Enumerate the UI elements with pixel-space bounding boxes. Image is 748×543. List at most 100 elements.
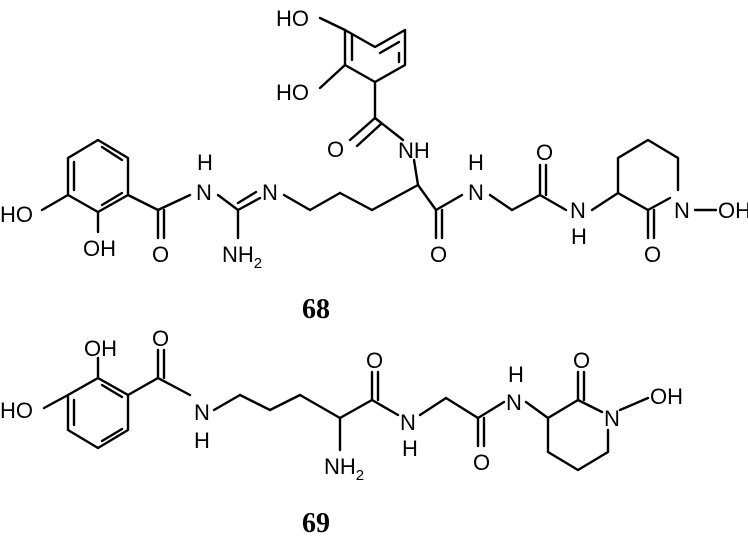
imine-double-bond bbox=[236, 190, 258, 205]
piperidinone-ring-68 bbox=[590, 138, 718, 240]
atom-label: OH bbox=[718, 198, 748, 223]
atom-label: N bbox=[262, 180, 278, 205]
amide-bond bbox=[370, 398, 400, 417]
ring-bond bbox=[576, 398, 604, 414]
atom-label: N bbox=[506, 390, 522, 415]
amide-bond bbox=[476, 400, 506, 420]
atom-label: O bbox=[473, 450, 490, 475]
chain-bond bbox=[298, 393, 342, 420]
nh-ch-bond bbox=[412, 158, 420, 187]
nh2-label: NH bbox=[222, 242, 254, 267]
nh-ring-bond bbox=[524, 400, 550, 420]
imine-double-bond bbox=[236, 196, 262, 212]
guanidine-bond bbox=[216, 193, 240, 212]
chain-bond bbox=[308, 191, 342, 212]
amide-bond bbox=[156, 376, 192, 397]
atom-label: HO bbox=[0, 398, 33, 423]
piperidinone-ring-69 bbox=[546, 370, 650, 472]
ring-carbonyl-bond bbox=[126, 376, 160, 397]
aromatic-double-bond bbox=[100, 427, 124, 443]
atom-label: O bbox=[152, 326, 169, 351]
compound-number: 69 bbox=[302, 508, 330, 539]
atom-label: O bbox=[573, 348, 590, 373]
atom-label: HO bbox=[276, 80, 309, 105]
compound-68-structure: HO HO O NH HO OH O H N N NH2 O H N O N H… bbox=[0, 6, 748, 325]
chain-bond bbox=[212, 393, 242, 412]
amide-bond bbox=[156, 193, 192, 212]
amide-bond bbox=[434, 193, 464, 212]
atom-label: H bbox=[197, 150, 213, 175]
left-benzene-ring bbox=[66, 138, 130, 214]
oh-bond bbox=[318, 63, 347, 90]
glycine-bond bbox=[444, 396, 480, 420]
guanidine-chain bbox=[216, 163, 568, 240]
oh-bond bbox=[42, 393, 70, 410]
chain-bond bbox=[268, 393, 302, 412]
aromatic-double-bond bbox=[378, 40, 401, 55]
ring-bond bbox=[616, 191, 650, 212]
atom-label: H bbox=[402, 436, 418, 461]
alpha-carbon-bond bbox=[338, 398, 374, 420]
ring-bond bbox=[646, 196, 672, 212]
atom-label: O bbox=[644, 242, 661, 267]
chain-bond bbox=[282, 193, 312, 212]
atom-label: HO bbox=[276, 6, 309, 31]
oh-bond bbox=[318, 16, 347, 32]
aromatic-double-bond bbox=[100, 191, 124, 207]
atom-label: OH bbox=[83, 236, 116, 261]
atom-label: N bbox=[570, 198, 586, 223]
glycine-bond bbox=[488, 193, 514, 212]
ring-bonds bbox=[546, 416, 610, 472]
ring-bonds bbox=[616, 138, 680, 195]
atom-label: NH2 bbox=[324, 454, 364, 484]
top-catechol-ring bbox=[318, 16, 420, 187]
atom-label: H bbox=[194, 428, 210, 453]
atom-label: OH bbox=[84, 336, 117, 361]
catechol-ring-69 bbox=[42, 348, 192, 450]
atom-label: N bbox=[674, 198, 690, 223]
atom-label: N bbox=[604, 406, 620, 431]
glycine-bond bbox=[418, 396, 448, 417]
compound-69-structure: OH HO O N H O NH2 N H O H N O N OH 69 bbox=[0, 326, 683, 539]
atom-label: O bbox=[536, 140, 553, 165]
oh-bond bbox=[40, 193, 70, 212]
aromatic-double-bond bbox=[100, 145, 124, 162]
atom-label: N bbox=[194, 400, 210, 425]
nh2-label: NH bbox=[324, 454, 356, 479]
top-benzene-ring bbox=[343, 28, 407, 84]
atom-label: O bbox=[430, 242, 447, 267]
alpha-carbon-bond bbox=[416, 183, 438, 212]
chain-bond bbox=[370, 183, 420, 212]
subscript: 2 bbox=[254, 255, 262, 272]
carbonyl-double-bond bbox=[348, 116, 377, 142]
atom-label: N bbox=[196, 180, 212, 205]
amide-bond bbox=[373, 116, 405, 142]
atom-label: NH2 bbox=[222, 242, 262, 272]
amide-bond bbox=[538, 193, 568, 212]
ring-carbonyl-bond bbox=[126, 193, 160, 212]
chain-bond bbox=[338, 191, 374, 212]
atom-label: O bbox=[327, 137, 344, 162]
ring-bond bbox=[546, 398, 580, 420]
atom-label: H bbox=[571, 224, 587, 249]
atom-label: H bbox=[508, 362, 524, 387]
glycine-bond bbox=[510, 193, 542, 212]
nh-ring-bond bbox=[590, 191, 620, 212]
subscript: 2 bbox=[356, 467, 364, 484]
atom-label: O bbox=[152, 242, 169, 267]
compound-number: 68 bbox=[302, 294, 330, 325]
atom-label: N bbox=[400, 410, 416, 435]
atom-label: O bbox=[366, 348, 383, 373]
aromatic-double-bond bbox=[100, 383, 124, 399]
chain-bond bbox=[238, 393, 272, 412]
n-oh-bond bbox=[618, 396, 650, 412]
chain-69 bbox=[212, 370, 550, 452]
benzene-ring bbox=[66, 376, 130, 450]
atom-label: N bbox=[468, 180, 484, 205]
atom-label: NH bbox=[398, 138, 430, 163]
atom-label: HO bbox=[0, 202, 33, 227]
left-catechol-ring bbox=[40, 138, 192, 240]
carbonyl-double-bond bbox=[355, 122, 383, 148]
